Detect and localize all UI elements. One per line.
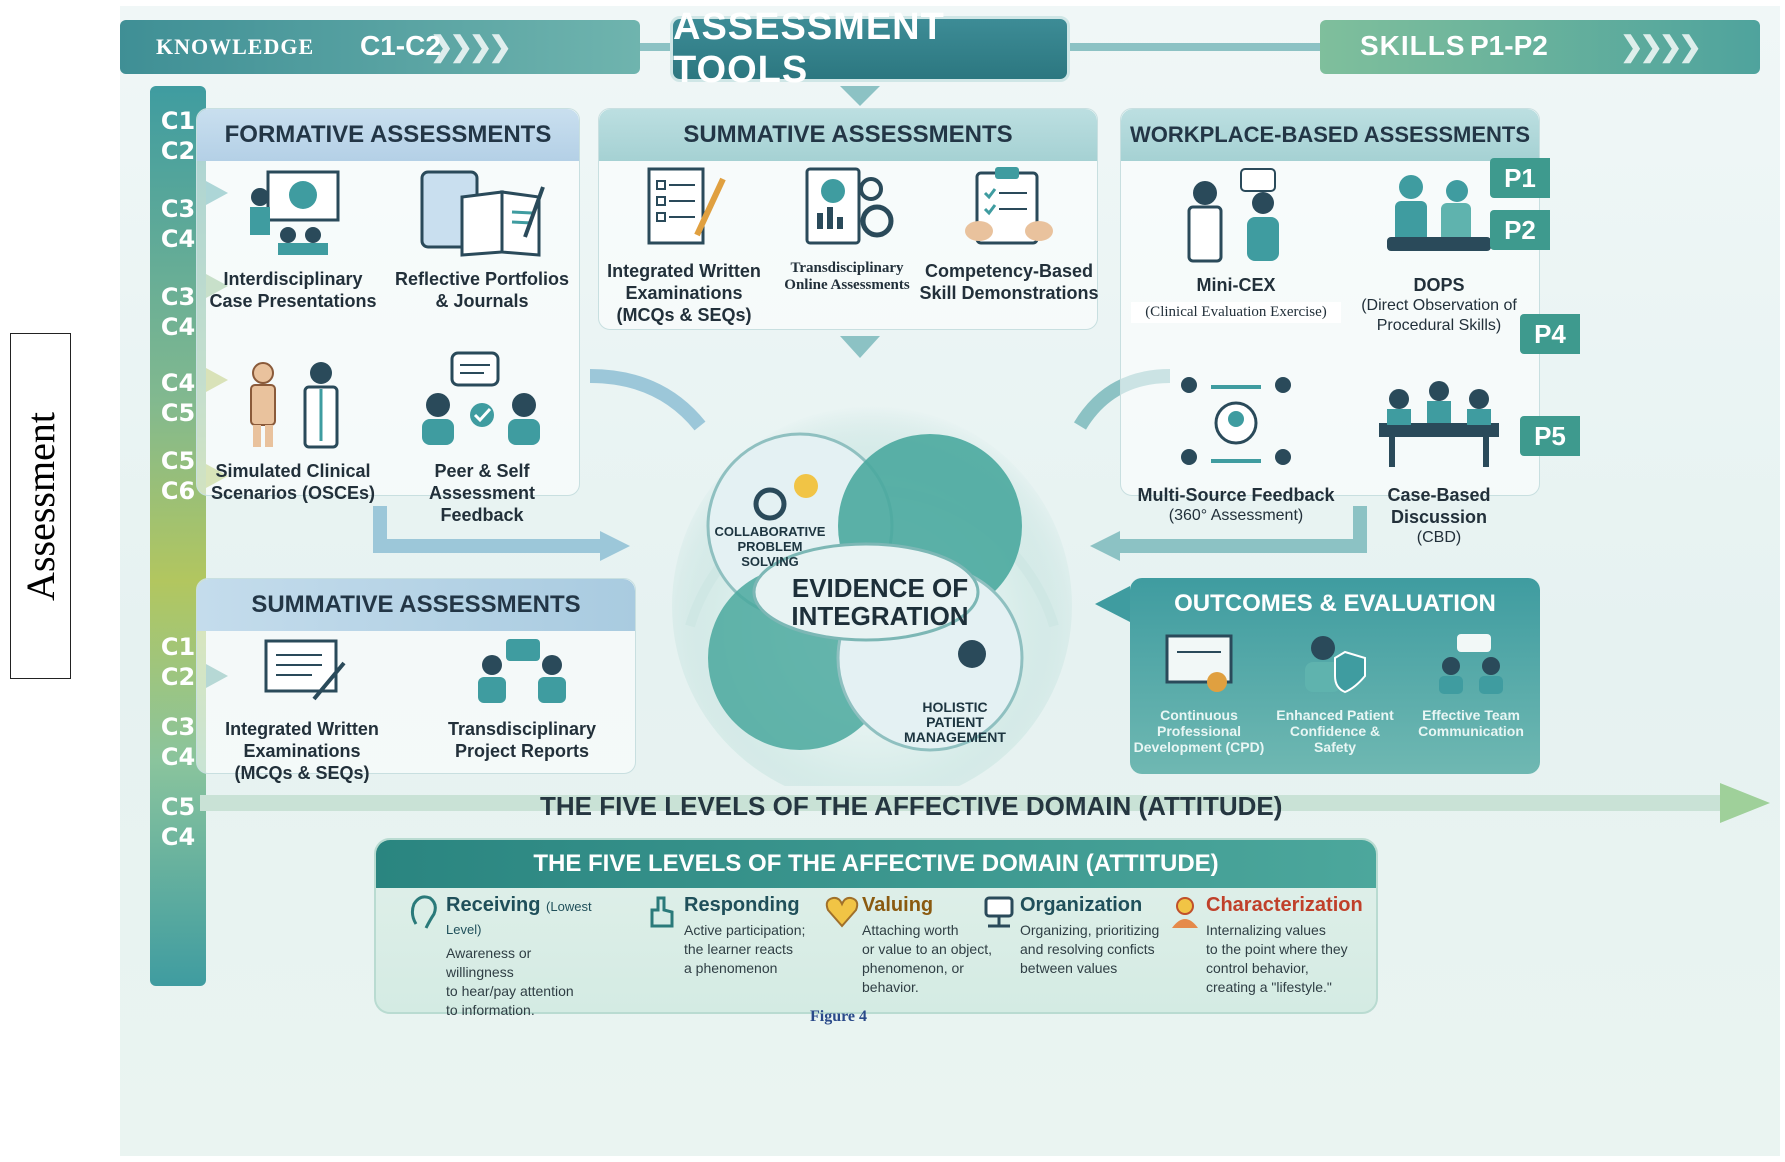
summative-item: Integrated Written Examinations (MCQs & …	[207, 637, 397, 784]
hand-icon	[650, 896, 674, 928]
outcome-item: Effective Team Communication	[1402, 632, 1540, 739]
formative-item: Interdisciplinary Case Presentations	[203, 167, 383, 312]
team-chat-icon	[1439, 634, 1503, 694]
integration-venn	[672, 406, 1072, 786]
mannequin-icon	[250, 362, 339, 449]
panel-title: FORMATIVE ASSESSMENTS	[197, 109, 579, 161]
skill-level-tag: P1	[1490, 158, 1550, 198]
panel-title: OUTCOMES & EVALUATION	[1174, 590, 1496, 617]
figure-caption: Figure 4	[810, 1008, 868, 1025]
evidence-of-integration-title: EVIDENCE OF INTEGRATION	[791, 573, 969, 631]
cognitive-levels-bar: C1 C2 C3 C4 C3 C4 C4 C5 C5 C6 C1 C2 C3 C…	[150, 86, 206, 986]
affective-level: Receiving (Lowest Level) Awareness or wi…	[408, 894, 598, 1020]
summative-item: Competency-Based Skill Demonstrations	[919, 165, 1099, 304]
affective-domain-panel: THE FIVE LEVELS OF THE AFFECTIVE DOMAIN …	[374, 838, 1378, 1018]
team-report-icon	[478, 639, 566, 703]
summative-assessments-top-panel: SUMMATIVE ASSESSMENTS Integrated Written…	[598, 108, 1099, 330]
outcome-item: Continuous Professional Development (CPD…	[1130, 632, 1268, 755]
online-assessment-icon	[805, 167, 894, 245]
exam-paper-icon	[647, 167, 726, 245]
assessment-tools-diagram: KNOWLEDGE C1-C2 ❯❯❯❯ ASSESSMENT TOOLS SK…	[120, 6, 1780, 1156]
heart-icon	[825, 896, 859, 928]
skill-level-tag: P2	[1490, 210, 1550, 250]
petal-label: COLLABORATIVE PROBLEM SOLVING	[714, 524, 826, 569]
skill-level-tag: P4	[1520, 314, 1580, 354]
certificate-icon	[1165, 634, 1233, 692]
surgery-icon	[1387, 175, 1491, 251]
multi-source-icon	[1181, 377, 1291, 465]
formative-item: Simulated Clinical Scenarios (OSCEs)	[203, 361, 383, 504]
workplace-item: Multi-Source Feedback (360° Assessment)	[1131, 373, 1341, 526]
workplace-item: Case-Based Discussion (CBD)	[1341, 373, 1537, 548]
chevrons-icon: ❯❯❯❯	[430, 31, 512, 62]
summative-assessments-bottom-panel: SUMMATIVE ASSESSMENTS Integrated Written…	[196, 578, 636, 783]
assessment-side-label: Assessment	[10, 333, 71, 679]
ear-icon	[410, 895, 437, 929]
exam-board-icon	[264, 639, 346, 701]
affective-domain-arrow	[200, 783, 1770, 823]
patient-team-icon	[958, 640, 986, 668]
affective-level: Responding Active participation;the lear…	[646, 894, 836, 978]
person-star-icon	[1172, 897, 1198, 928]
doctor-patient-icon	[1187, 168, 1279, 263]
workplace-item: Mini-CEX (Clinical Evaluation Exercise)	[1131, 167, 1341, 323]
panel-title: THE FIVE LEVELS OF THE AFFECTIVE DOMAIN …	[376, 840, 1376, 888]
panel-title: SUMMATIVE ASSESSMENTS	[197, 579, 635, 631]
peer-feedback-icon	[422, 351, 540, 445]
lightbulb-icon	[794, 474, 818, 498]
workplace-item: DOPS (Direct Observation of Procedural S…	[1341, 167, 1537, 336]
knowledge-banner: KNOWLEDGE C1-C2 ❯❯❯❯	[120, 20, 640, 74]
discussion-icon	[1379, 381, 1499, 467]
gear-icon	[753, 487, 787, 521]
summative-item: Integrated Written Examinations (MCQs & …	[599, 165, 769, 326]
formative-item: Reflective Portfolios & Journals	[389, 167, 575, 312]
outcomes-evaluation-panel: OUTCOMES & EVALUATION Continuous Profess…	[1130, 578, 1540, 774]
petal-label: HOLISTIC PATIENT MANAGEMENT	[904, 699, 1006, 745]
skill-level-tag: P5	[1520, 416, 1580, 456]
workplace-based-assessments-panel: WORKPLACE-BASED ASSESSMENTS Mini-CEX (Cl…	[1120, 108, 1540, 546]
organization-icon	[984, 896, 1014, 928]
clipboard-icon	[965, 167, 1053, 245]
panel-title: WORKPLACE-BASED ASSESSMENTS	[1121, 109, 1539, 161]
summative-item: Transdisciplinary Project Reports	[417, 637, 627, 762]
skills-banner: SKILLS P1-P2 ❯❯❯❯	[1320, 20, 1760, 74]
formative-assessments-panel: FORMATIVE ASSESSMENTS Interdisciplinary …	[196, 108, 580, 525]
formative-item: Peer & Self Assessment Feedback	[389, 349, 575, 526]
panel-title: SUMMATIVE ASSESSMENTS	[599, 109, 1097, 161]
affective-arrow-title: THE FIVE LEVELS OF THE AFFECTIVE DOMAIN …	[540, 791, 1283, 821]
shield-patient-icon	[1305, 636, 1366, 694]
presentation-icon	[250, 170, 340, 255]
outcome-item: Enhanced Patient Confidence & Safety	[1268, 632, 1402, 755]
portfolio-icon	[420, 170, 545, 257]
chevrons-icon: ❯❯❯❯	[1620, 31, 1702, 62]
summative-item: Transdisciplinary Online Assessments	[767, 165, 927, 294]
